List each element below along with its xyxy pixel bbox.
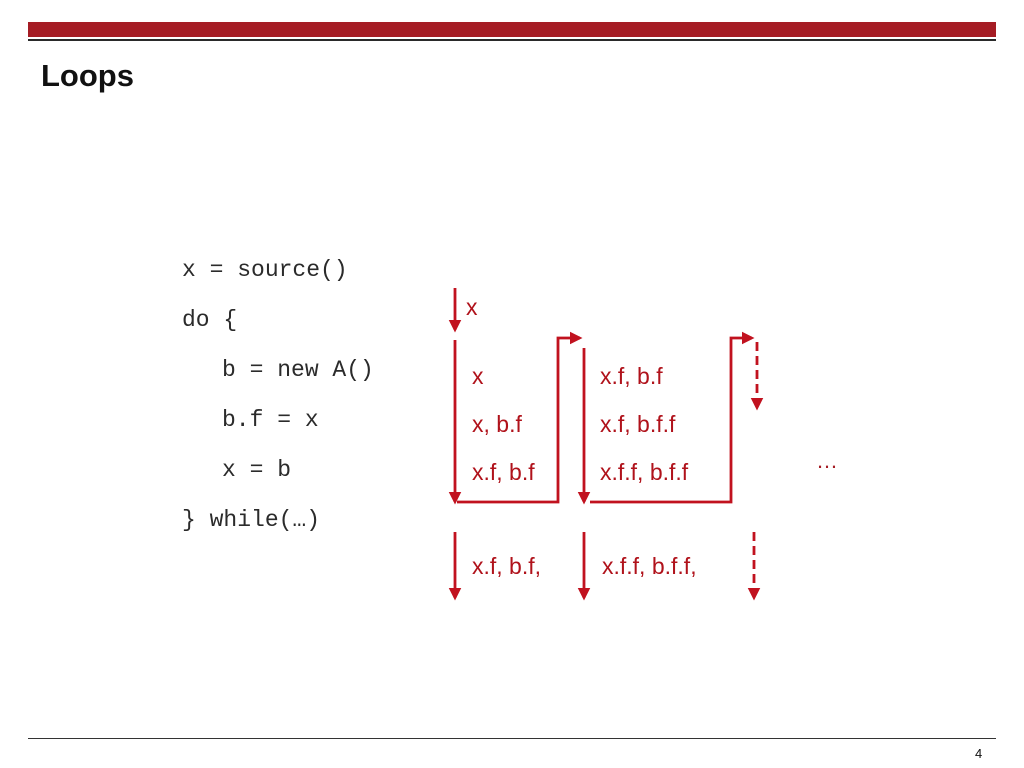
slide-title: Loops — [41, 58, 134, 93]
loop1-back-edge — [457, 331, 583, 504]
iter2-label-2: x.f, b.f.f — [600, 411, 676, 437]
code-line-2: do { — [182, 307, 238, 333]
code-line-1: x = source() — [182, 257, 348, 283]
iter2-label-3: x.f.f, b.f.f — [600, 459, 689, 485]
page-number: 4 — [975, 746, 983, 761]
code-line-3: b = new A() — [222, 357, 374, 383]
iter2-label-1: x.f, b.f — [600, 363, 663, 389]
header-bar — [28, 22, 996, 37]
iter1-label-1: x — [472, 363, 484, 389]
iter1-label-3: x.f, b.f — [472, 459, 535, 485]
loop2-back-edge — [590, 331, 755, 504]
iter1-label-2: x, b.f — [472, 411, 522, 437]
header-rule — [28, 39, 996, 41]
entry-label: x — [466, 294, 478, 320]
exit2-label: x.f.f, b.f.f, — [602, 553, 697, 579]
footer-rule — [28, 738, 996, 739]
code-line-4: b.f = x — [222, 407, 319, 433]
code-line-5: x = b — [222, 457, 292, 483]
continuation-ellipsis: … — [816, 448, 841, 473]
code-line-6: } while(…) — [182, 507, 321, 533]
exit1-label: x.f, b.f, — [472, 553, 542, 579]
